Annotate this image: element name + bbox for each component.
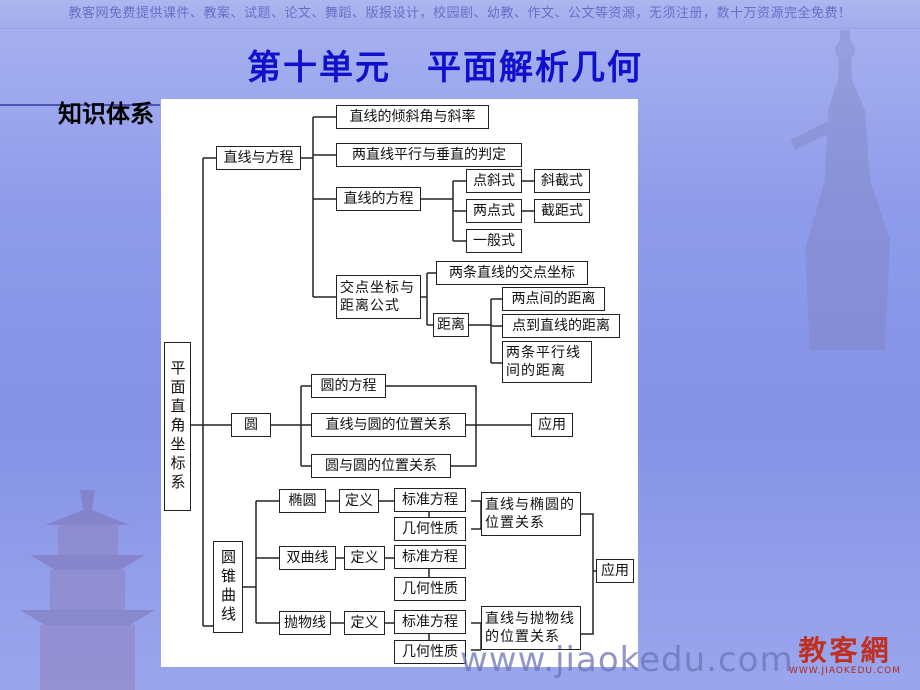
circle-node: 圆	[231, 413, 271, 437]
definition-node-3: 定义	[344, 611, 385, 635]
site-logo: 教客網 WWW.JIAOKEDU.COM	[775, 636, 915, 686]
conic-node: 圆锥曲线	[213, 541, 243, 633]
parabola-node: 抛物线	[279, 611, 331, 635]
slope-intercept-node: 斜截式	[534, 169, 590, 193]
hyperbola-node: 双曲线	[279, 546, 336, 570]
line-equation-node: 直线与方程	[216, 146, 301, 170]
line-ellipse-node: 直线与椭圆的位置关系	[481, 492, 581, 536]
standard-equation-node-1: 标准方程	[394, 488, 466, 512]
incline-slope-node: 直线的倾斜角与斜率	[336, 105, 489, 129]
ellipse-node: 椭圆	[279, 489, 326, 513]
definition-node-1: 定义	[339, 489, 379, 513]
site-url-watermark: www.jiaokedu.com	[460, 640, 794, 680]
distance-node: 距离	[433, 313, 469, 337]
banner-text: 教客网免费提供课件、教案、试题、论文、舞蹈、版报设计，校园剧、幼教、作文、公文等…	[68, 6, 852, 21]
point-slope-node: 点斜式	[466, 169, 522, 193]
intersection-point-node: 两条直线的交点坐标	[436, 261, 588, 285]
pagoda-decoration	[20, 490, 155, 690]
intercept-node: 截距式	[534, 199, 590, 223]
geometric-property-node-3: 几何性质	[394, 640, 466, 664]
line-forms-node: 直线的方程	[336, 187, 421, 211]
page-title: 第十单元 平面解析几何	[247, 48, 643, 88]
line-circle-node: 直线与圆的位置关系	[311, 413, 466, 437]
point-point-distance-node: 两点间的距离	[502, 287, 605, 311]
definition-node-2: 定义	[344, 546, 385, 570]
statue-decoration	[790, 30, 890, 350]
application-node-1: 应用	[531, 413, 573, 437]
parallel-lines-distance-node: 两条平行线间的距离	[502, 341, 592, 383]
point-line-distance-node: 点到直线的距离	[502, 314, 620, 338]
standard-equation-node-3: 标准方程	[394, 610, 466, 634]
parallel-perpendicular-node: 两直线平行与垂直的判定	[336, 143, 522, 167]
logo-english: WWW.JIAOKEDU.COM	[788, 666, 902, 676]
section-heading: 知识体系	[58, 99, 154, 128]
line-parabola-node: 直线与抛物线的位置关系	[481, 606, 581, 650]
geometric-property-node-2: 几何性质	[394, 577, 466, 601]
application-node-2: 应用	[596, 559, 634, 583]
knowledge-diagram: 平面直角坐标系 直线与方程 直线的倾斜角与斜率 两直线平行与垂直的判定 直线的方…	[161, 99, 638, 667]
standard-equation-node-2: 标准方程	[394, 545, 466, 569]
circle-circle-node: 圆与圆的位置关系	[311, 454, 451, 478]
two-point-node: 两点式	[466, 199, 522, 223]
title-underline	[0, 104, 160, 106]
geometric-property-node-1: 几何性质	[394, 517, 466, 541]
intersect-distance-node: 交点坐标与距离公式	[336, 275, 421, 319]
top-banner-band: 教客网免费提供课件、教案、试题、论文、舞蹈、版报设计，校园剧、幼教、作文、公文等…	[0, 0, 920, 29]
circle-equation-node: 圆的方程	[311, 374, 386, 398]
connector-lines	[191, 116, 596, 651]
general-form-node: 一般式	[466, 229, 522, 253]
logo-chinese: 教客網	[798, 634, 892, 667]
root-node: 平面直角坐标系	[164, 342, 191, 511]
